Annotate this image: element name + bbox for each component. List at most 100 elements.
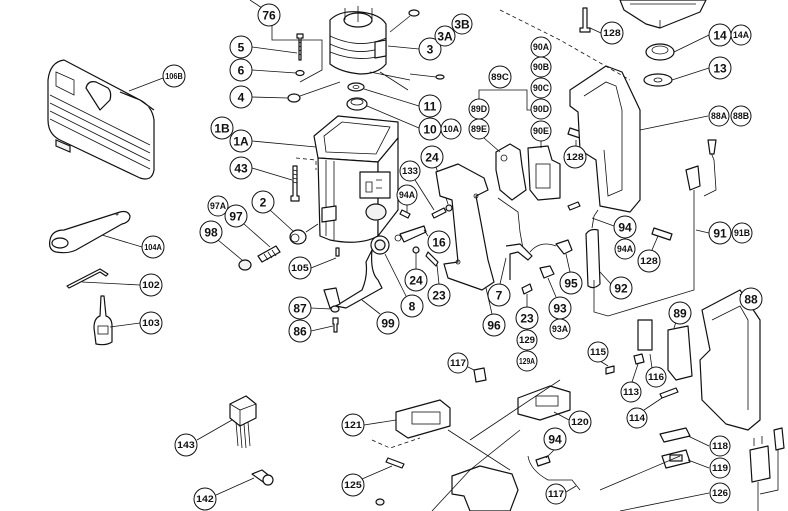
callout-circle bbox=[645, 366, 667, 388]
callout-2: 2 bbox=[251, 190, 275, 214]
callout-label: 5 bbox=[238, 41, 245, 55]
screw-94b bbox=[527, 455, 581, 491]
callout-label: 95 bbox=[564, 277, 578, 291]
washer-bottom bbox=[375, 498, 385, 506]
leader-2 bbox=[269, 209, 294, 232]
callout-24a: 24 bbox=[420, 145, 444, 169]
bearing-10 bbox=[346, 97, 368, 111]
callout-circle bbox=[482, 313, 506, 337]
callout-circle bbox=[420, 145, 444, 169]
leader-11 bbox=[363, 88, 420, 107]
callout-label: 10 bbox=[423, 123, 437, 137]
callout-circle bbox=[418, 37, 442, 61]
callout-label: 7 bbox=[496, 289, 503, 303]
callout-circle bbox=[468, 118, 490, 140]
leader-95 bbox=[565, 253, 571, 273]
callout-circle bbox=[199, 220, 223, 244]
callout-96: 96 bbox=[482, 313, 506, 337]
leader-97 bbox=[243, 223, 271, 248]
callout-circle bbox=[288, 256, 312, 280]
callout-105: 105 bbox=[288, 256, 312, 280]
callout-label: 98 bbox=[204, 226, 218, 240]
callout-142: 142 bbox=[193, 487, 217, 511]
oil-bottle bbox=[93, 295, 113, 346]
callout-label: 125 bbox=[344, 480, 362, 491]
callout-circle bbox=[568, 410, 592, 434]
screw-142 bbox=[251, 469, 274, 486]
callout-circle bbox=[400, 294, 424, 318]
callout-126: 126 bbox=[709, 482, 731, 504]
callout-circle bbox=[609, 276, 633, 300]
callout-89C: 89C bbox=[488, 65, 512, 89]
leader-128c bbox=[651, 235, 659, 251]
callout-label: 3B bbox=[454, 18, 470, 32]
callout-circle bbox=[545, 483, 567, 505]
callout-label: 129 bbox=[519, 335, 535, 346]
screw-115 bbox=[605, 365, 615, 375]
leader-88A bbox=[639, 115, 709, 131]
callout-circle bbox=[224, 204, 248, 228]
callout-129A: 129A bbox=[516, 350, 538, 372]
callout-label: 126 bbox=[712, 488, 728, 499]
callout-label: 90D bbox=[533, 104, 549, 115]
callout-circle bbox=[515, 306, 539, 330]
side-handle bbox=[435, 163, 495, 291]
callout-133: 133 bbox=[399, 160, 421, 182]
power-plug bbox=[749, 427, 785, 511]
callout-95: 95 bbox=[559, 271, 583, 295]
leader-143 bbox=[196, 419, 233, 441]
callout-circle bbox=[730, 105, 752, 127]
leader-128a bbox=[589, 27, 602, 34]
callout-label: 90A bbox=[533, 42, 549, 53]
callout-circle bbox=[257, 3, 281, 27]
callout-circle bbox=[637, 249, 661, 273]
screw-128c bbox=[651, 227, 673, 241]
callout-label: 4 bbox=[238, 91, 245, 105]
callout-label: 16 bbox=[432, 236, 446, 250]
leader-117b bbox=[565, 485, 577, 493]
callout-label: 14A bbox=[733, 30, 749, 41]
callout-label: 90E bbox=[533, 126, 549, 137]
brush-holder bbox=[289, 223, 319, 245]
screw-128a bbox=[579, 7, 591, 33]
callout-89: 89 bbox=[668, 301, 692, 325]
callout-label: 92 bbox=[614, 282, 628, 296]
callout-116: 116 bbox=[645, 366, 667, 388]
callout-label: 97A bbox=[210, 201, 226, 212]
callout-label: 88A bbox=[711, 111, 727, 122]
leader-10 bbox=[366, 105, 420, 129]
screw-23b bbox=[521, 283, 533, 295]
callout-circle bbox=[139, 311, 163, 335]
screw-94A bbox=[399, 209, 411, 219]
leader-92 bbox=[599, 271, 612, 285]
callout-label: 142 bbox=[196, 494, 214, 505]
callout-circle bbox=[396, 184, 418, 206]
callout-label: 94 bbox=[618, 221, 632, 235]
callout-circle bbox=[530, 56, 552, 78]
callout-circle bbox=[427, 230, 451, 254]
callout-circle bbox=[563, 145, 587, 169]
callout-10A: 10A bbox=[440, 118, 462, 140]
callout-circle bbox=[730, 24, 752, 46]
callout-circle bbox=[447, 352, 469, 374]
callout-label: 119 bbox=[712, 463, 728, 474]
leader-113 bbox=[631, 363, 639, 383]
callout-circle bbox=[229, 85, 253, 109]
plate-16 bbox=[394, 225, 427, 243]
callout-label: 128 bbox=[566, 152, 584, 163]
callout-label: 97 bbox=[229, 210, 243, 224]
callout-94A2: 94A bbox=[614, 238, 636, 260]
callout-76: 76 bbox=[257, 3, 281, 27]
callout-circle bbox=[559, 271, 583, 295]
callout-circle bbox=[739, 287, 763, 311]
callout-128a: 128 bbox=[600, 21, 624, 45]
callout-125: 125 bbox=[341, 473, 365, 497]
callout-label: 89D bbox=[471, 104, 487, 115]
leader-6 bbox=[251, 69, 297, 74]
callout-88A: 88A bbox=[708, 105, 730, 127]
callout-circle bbox=[709, 482, 731, 504]
callout-16: 16 bbox=[427, 230, 451, 254]
callout-92: 92 bbox=[609, 276, 633, 300]
callout-14A: 14A bbox=[730, 24, 752, 46]
